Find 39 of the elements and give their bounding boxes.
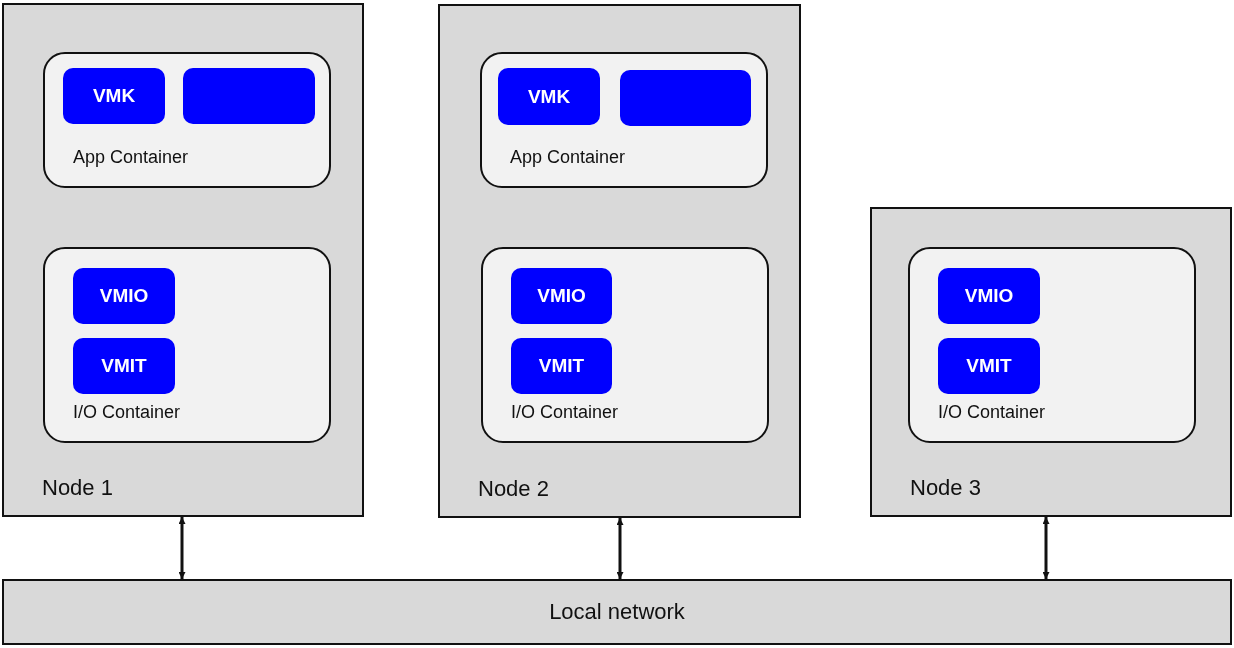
node-label: Node 2 [478, 476, 549, 502]
module-box [620, 70, 751, 126]
module-box [73, 268, 175, 324]
module-label: VMK [92, 85, 136, 107]
module-label: VMIO [99, 285, 149, 307]
double-arrow [178, 517, 186, 579]
module-box [63, 68, 165, 124]
container-label: App Container [73, 147, 189, 168]
module-label: VMK [527, 85, 571, 108]
container-label: App Container [510, 147, 626, 168]
node-panel [2, 3, 364, 517]
node-label: Node 3 [910, 475, 981, 501]
module-label: VMIT [101, 355, 147, 377]
container-label: I/O Container [73, 402, 181, 423]
module-label: VMIT [538, 355, 585, 377]
container-label: I/O Container [511, 402, 619, 423]
module-box [938, 338, 1040, 394]
container-label: I/O Container [938, 402, 1046, 423]
node-panel [438, 4, 801, 518]
module-label: VMIO [964, 285, 1014, 307]
module-box [511, 338, 612, 394]
container-panel [481, 247, 769, 443]
node-label: Node 1 [42, 475, 113, 501]
double-arrow [1042, 517, 1050, 579]
module-box [498, 68, 600, 125]
container-panel [480, 52, 768, 188]
module-label: VMIO [537, 285, 586, 307]
network-label: Local network [549, 599, 685, 625]
network-bar [2, 579, 1232, 645]
container-panel [908, 247, 1196, 443]
container-panel [43, 52, 331, 188]
module-box [73, 338, 175, 394]
module-box [183, 68, 315, 124]
container-panel [43, 247, 331, 443]
module-box [938, 268, 1040, 324]
module-box [511, 268, 612, 324]
double-arrow [616, 518, 624, 579]
module-label: VMIT [966, 355, 1012, 377]
node-panel [870, 207, 1232, 517]
